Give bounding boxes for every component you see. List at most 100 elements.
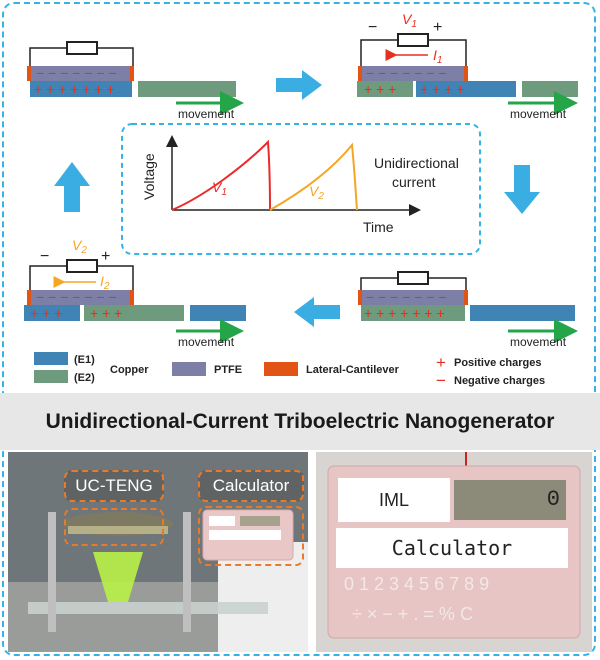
calculator-highlight (198, 506, 304, 566)
resistor-icon (397, 33, 429, 47)
v2-curve (269, 142, 358, 211)
plus-terminal: + (433, 19, 442, 36)
legend-minus-symbol: − (436, 371, 446, 390)
legend-plus-symbol: + (436, 353, 446, 372)
legend-ptfe: PTFE (214, 364, 242, 376)
legend-e1: (E1) (74, 354, 95, 366)
voltage-graph: Voltage Time V1 V2 Unidirectional curren… (141, 135, 459, 235)
stage-1: − − − − − − − + + + + + + + movement (27, 41, 244, 121)
banner-title: Unidirectional-Current Triboelectric Nan… (45, 410, 555, 433)
calculator-illustration: 0 1 2 3 4 5 6 7 8 9 ÷ × − + . = % C (316, 452, 592, 652)
legend: (E1) (E2) Copper PTFE Lateral-Cantilever… (34, 352, 545, 390)
cantilever-right (464, 290, 468, 305)
i2-label: I2 (100, 273, 110, 292)
cycle-arrow-down (504, 165, 540, 214)
x-axis-label: Time (363, 219, 394, 235)
legend-swatch-ptfe (172, 362, 206, 376)
calc-display-value: 0 (546, 487, 560, 512)
cantilever-left (358, 66, 362, 81)
negative-charges: − − − − − − − (366, 65, 447, 81)
moving-plate-e2 (357, 81, 413, 97)
cantilever-left (358, 290, 362, 305)
calc-display (454, 480, 566, 520)
copper-e1 (30, 81, 132, 97)
v1-label: V1 (402, 11, 417, 30)
cycle-arrow-right (276, 70, 322, 100)
ptfe-layer (361, 290, 467, 305)
movement-label: movement (510, 335, 567, 349)
graph-v1-label: V1 (212, 179, 227, 198)
copper-e1-next (190, 305, 246, 321)
v1-curve (171, 139, 271, 211)
calc-op-keys: ÷ × − + . = % C (352, 604, 473, 624)
calc-name-plate (336, 528, 568, 568)
stage-3: − − − − − − − + + + + + + + movement (358, 271, 578, 349)
legend-swatch-e1 (34, 352, 68, 365)
note-line-2: current (392, 174, 436, 190)
moving-plate-e2 (138, 81, 236, 97)
positive-charges: + + + + + + + (34, 81, 115, 97)
resistor-icon (397, 271, 429, 285)
uc-teng-highlight (64, 508, 164, 546)
legend-negative: Negative charges (454, 375, 545, 387)
ptfe-layer (30, 290, 134, 305)
positive-charges: + + + (364, 81, 396, 97)
moving-plate-e2 (361, 305, 465, 321)
positive-charges: + + + (30, 305, 62, 321)
copper-e1 (416, 81, 516, 97)
v2-label: V2 (72, 237, 87, 256)
calc-digit-keys: 0 1 2 3 4 5 6 7 8 9 (344, 574, 489, 594)
minus-terminal: − (40, 248, 49, 265)
cantilever-right (130, 290, 134, 305)
movement-label: movement (178, 107, 235, 121)
resistor-icon (66, 259, 98, 273)
cycle-arrow-up (54, 162, 90, 212)
negative-charges: − − − − − − − (36, 289, 117, 305)
cantilever-right (464, 66, 468, 81)
legend-swatch-e2 (34, 370, 68, 383)
moving-plate-e2-next (522, 81, 578, 97)
legend-swatch-cantilever (264, 362, 298, 376)
plus-terminal: + (101, 248, 110, 265)
calculator-label: Calculator (198, 470, 304, 502)
cycle-arrow-left (294, 297, 340, 327)
negative-charges: − − − − − − − (36, 65, 117, 81)
calc-brand-plate (338, 478, 450, 522)
legend-positive: Positive charges (454, 357, 541, 369)
y-axis-label: Voltage (141, 153, 157, 200)
positive-charges: + + + + (420, 81, 464, 97)
uc-teng-label: UC-TENG (64, 470, 164, 502)
graph-v2-label: V2 (309, 183, 324, 202)
resistor-icon (66, 41, 98, 55)
title-banner: Unidirectional-Current Triboelectric Nan… (0, 393, 600, 450)
moving-plate-e2 (84, 305, 184, 321)
legend-e2: (E2) (74, 372, 95, 384)
stage-4: − + V2 I2 − − − − − − − + + + + + + move… (24, 237, 246, 349)
calc-name-text: Calculator (391, 536, 513, 560)
i1-label: I1 (433, 47, 442, 66)
legend-cantilever: Lateral-Cantilever (306, 364, 400, 376)
positive-charges: + + + + + + + (364, 305, 445, 321)
ptfe-layer (361, 66, 467, 81)
negative-charges: − − − − − − − (366, 289, 447, 305)
minus-terminal: − (368, 19, 377, 36)
calculator-photo: 0 1 2 3 4 5 6 7 8 9 ÷ × − + . = % C IML … (316, 452, 592, 652)
movement-label: movement (510, 107, 567, 121)
movement-label: movement (178, 335, 235, 349)
stage-2: − + V1 I1 − − − − − − − + + + + + + + mo… (357, 11, 578, 121)
cantilever-right (130, 66, 134, 81)
device-photo: UC-TENG Calculator (8, 452, 308, 652)
legend-copper: Copper (110, 364, 149, 376)
cantilever-left (27, 290, 31, 305)
calc-brand-text: IML (378, 490, 409, 510)
note-line-1: Unidirectional (374, 155, 459, 171)
copper-e1 (24, 305, 80, 321)
positive-charges: + + + (90, 305, 122, 321)
copper-e1 (470, 305, 575, 321)
schematic-diagram: − − − − − − − + + + + + + + movement − +… (24, 11, 578, 390)
cantilever-left (27, 66, 31, 81)
graph-box (121, 123, 481, 255)
ptfe-layer (30, 66, 134, 81)
